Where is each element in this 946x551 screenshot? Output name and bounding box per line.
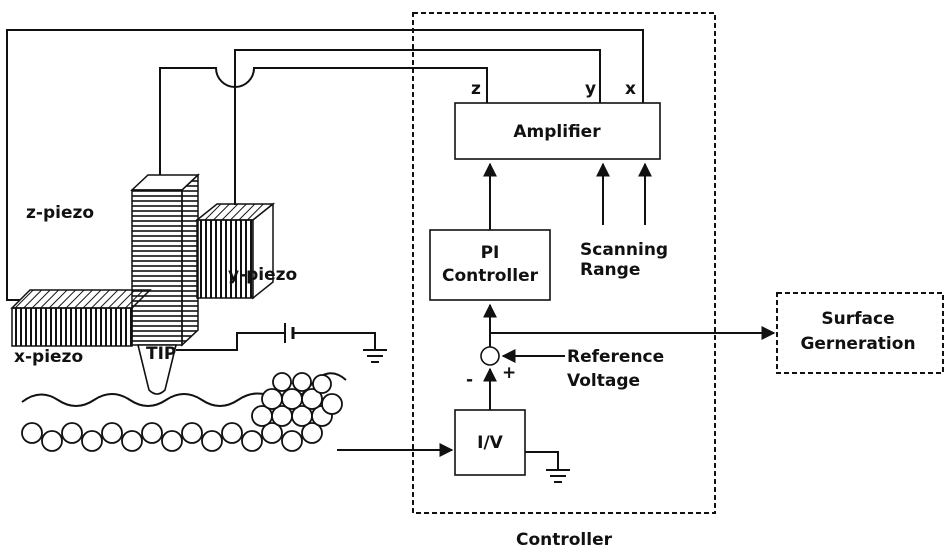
x-wire xyxy=(6,29,644,301)
amplifier-label: Amplifier xyxy=(513,122,601,142)
z-piezo-front xyxy=(131,189,183,346)
minus-sign: - xyxy=(466,370,473,390)
pi-controller-label-line2: Controller xyxy=(442,266,539,286)
tip-label: TIP xyxy=(146,344,176,364)
x-piezo-top xyxy=(10,289,152,309)
z-piezo-label: z-piezo xyxy=(26,203,94,223)
iv-ground-wire xyxy=(525,451,559,470)
reference-voltage-label-line1: Reference xyxy=(567,347,664,367)
iv-converter-label: I/V xyxy=(477,433,504,453)
y-piezo-label: y-piezo xyxy=(228,265,297,285)
summing-junction xyxy=(480,346,500,366)
scanning-range-label-line2: Range xyxy=(580,260,640,280)
surface-generation-label-line1: Surface xyxy=(821,309,894,329)
x-piezo-front xyxy=(11,307,133,347)
iv-ground-icon xyxy=(546,469,570,483)
reference-voltage-label-line2: Voltage xyxy=(567,371,640,391)
controller-boundary xyxy=(412,12,716,514)
bias-wire-right xyxy=(293,332,376,350)
pi-controller-box xyxy=(429,229,551,301)
x-piezo-label: x-piezo xyxy=(14,347,83,367)
scanning-range-label-line1: Scanning xyxy=(580,240,668,260)
surface-generation-label-line2: Gerneration xyxy=(800,334,915,354)
tip-body xyxy=(136,344,178,395)
y-wire xyxy=(234,49,601,205)
amp-y-terminal-label: y xyxy=(585,79,596,99)
amp-x-terminal-label: x xyxy=(625,79,636,99)
y-piezo-end xyxy=(252,202,274,300)
bias-ground-icon xyxy=(363,349,387,363)
surface-generation-box xyxy=(776,292,944,374)
pi-controller-label-line1: PI xyxy=(481,243,500,263)
y-piezo-side xyxy=(196,219,254,299)
plus-sign: + xyxy=(502,363,516,383)
amp-z-terminal-label: z xyxy=(471,79,481,99)
bias-wire-left xyxy=(176,332,285,351)
battery-icon xyxy=(284,323,295,343)
iv-converter-box xyxy=(454,409,526,476)
amplifier-box xyxy=(454,102,661,160)
z-wire xyxy=(159,67,488,185)
sample-atoms xyxy=(21,372,343,452)
controller-caption: Controller xyxy=(516,530,613,550)
z-piezo-side xyxy=(181,173,199,347)
